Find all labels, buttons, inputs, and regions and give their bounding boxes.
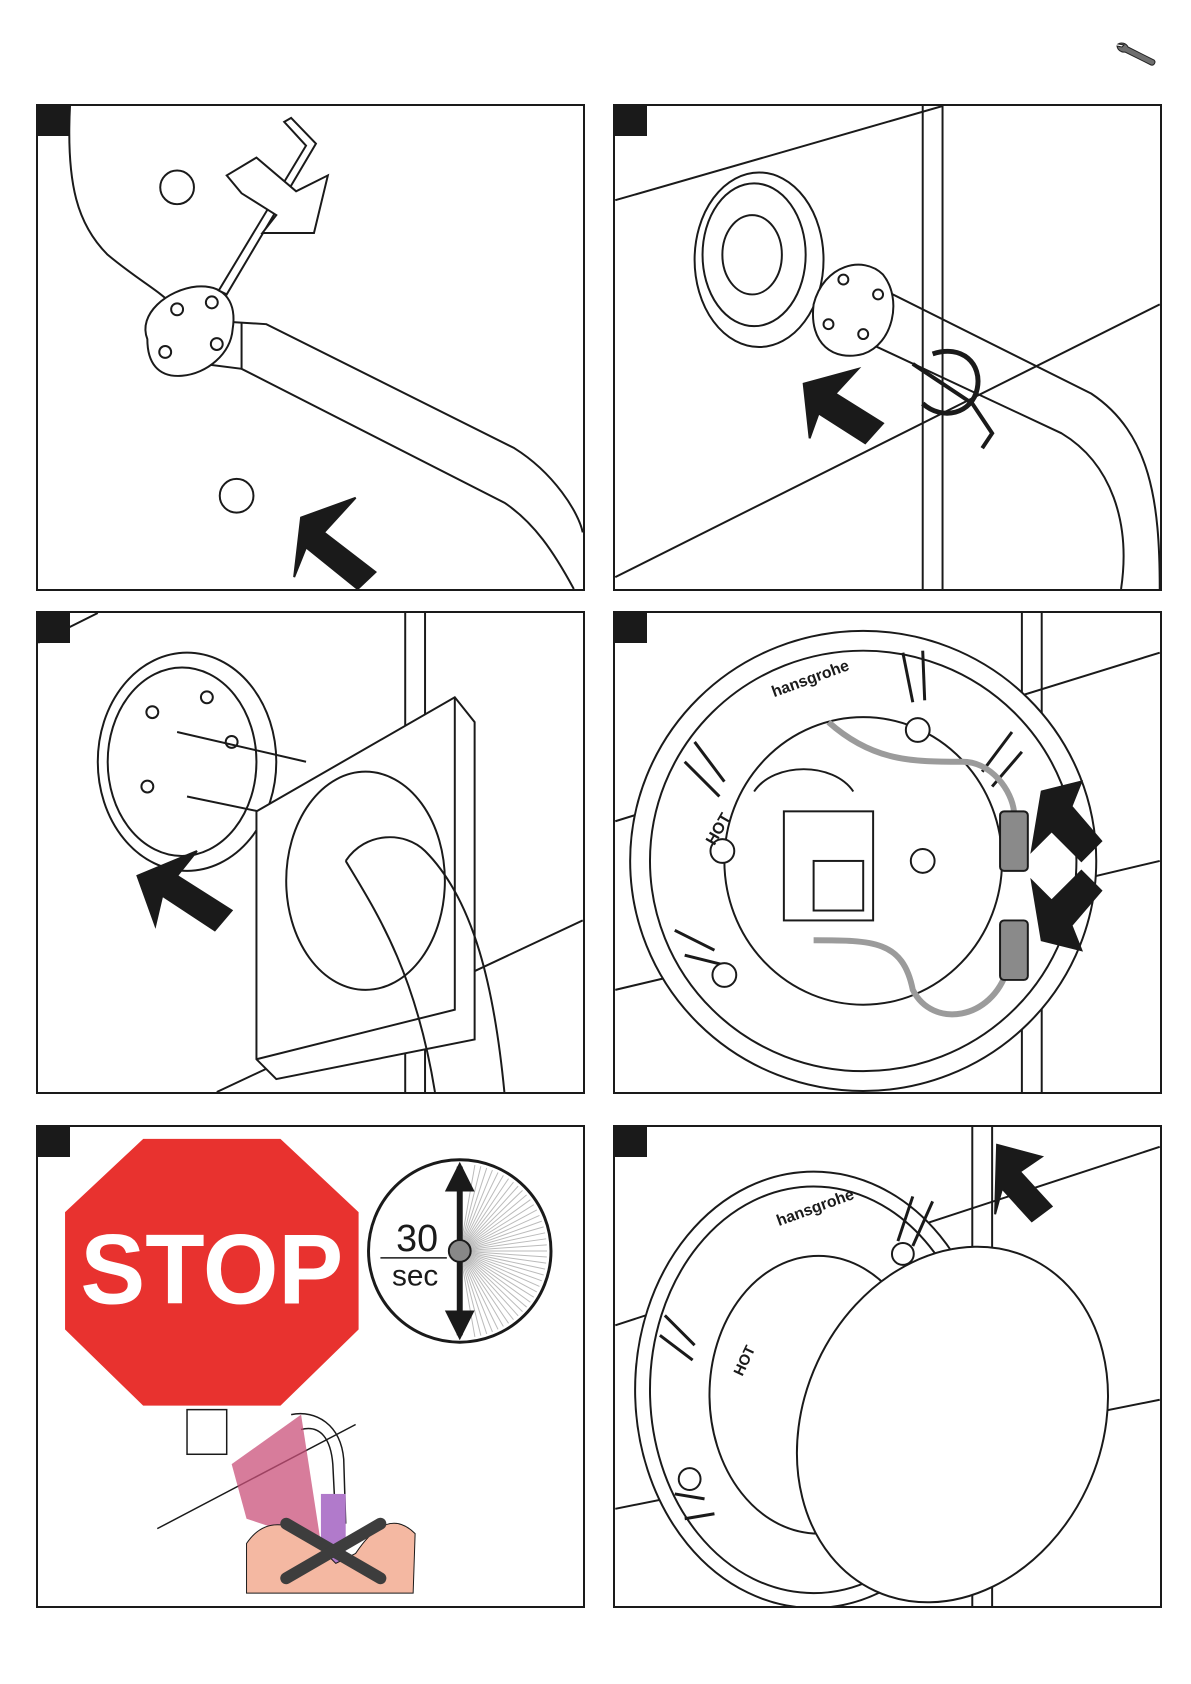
timer-dial-icon: 30 sec: [369, 1160, 551, 1342]
step-panel-3: [36, 611, 585, 1094]
step-number-5: [38, 1127, 70, 1157]
step-panel-1: [36, 104, 585, 591]
sensor-zone: [232, 1415, 321, 1544]
step-number-6: [615, 1127, 647, 1157]
stop-label: STOP: [80, 1215, 343, 1326]
hex-key-install-illustration: [38, 106, 583, 589]
stop-wait-illustration: STOP 30 sec: [38, 1127, 583, 1606]
step-panel-6: hansgrohe HOT: [613, 1125, 1162, 1608]
wrench-icon: [1114, 38, 1160, 68]
step-number-4: [615, 613, 647, 643]
step-panel-4: hansgrohe HOT: [613, 611, 1162, 1094]
hex-key-tighten-illustration: [615, 106, 1160, 589]
step-number-1: [38, 106, 70, 136]
step-panel-5: STOP 30 sec: [36, 1125, 585, 1608]
step-number-2: [615, 106, 647, 136]
connector-plug-illustration: hansgrohe HOT: [615, 613, 1160, 1092]
step-number-3: [38, 613, 70, 643]
step-panel-2: [613, 104, 1162, 591]
wall-plate-slide-illustration: [38, 613, 583, 1092]
timer-value: 30: [396, 1217, 438, 1259]
cover-attach-illustration: hansgrohe HOT: [615, 1127, 1160, 1606]
timer-unit: sec: [392, 1260, 438, 1293]
